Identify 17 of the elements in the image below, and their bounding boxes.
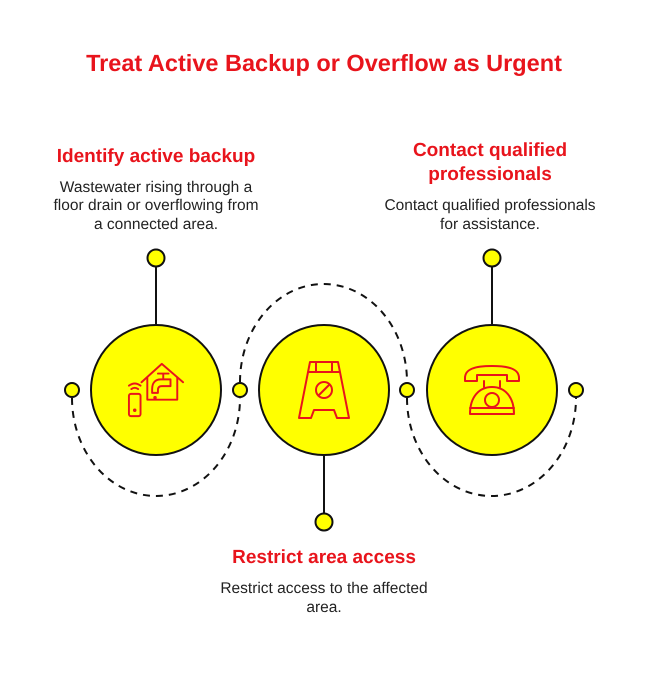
dashed-connector: [71, 398, 241, 497]
connector-dot: [399, 382, 415, 398]
step-description: Restrict access to the affected area.: [219, 580, 429, 617]
connector-dot: [232, 382, 248, 398]
connector-line: [146, 248, 166, 324]
title: Treat Active Backup or Overflow as Urgent: [86, 49, 562, 78]
connector-dot: [64, 382, 80, 398]
connector-line: [482, 248, 502, 324]
step-description: Wastewater rising through a floor drain or overflowing from a connected area.: [52, 178, 260, 234]
dashed-connector: [406, 398, 577, 497]
step-heading: Restrict area access: [232, 546, 416, 570]
dashed-connector: [239, 283, 408, 382]
connector-dot: [568, 382, 584, 398]
connector-line: [314, 456, 334, 532]
step-description: Contact qualified professionals for assistance.: [383, 197, 597, 234]
step-heading: Identify active backup: [56, 144, 256, 168]
step-heading: Contact qualified professionals: [412, 139, 568, 187]
